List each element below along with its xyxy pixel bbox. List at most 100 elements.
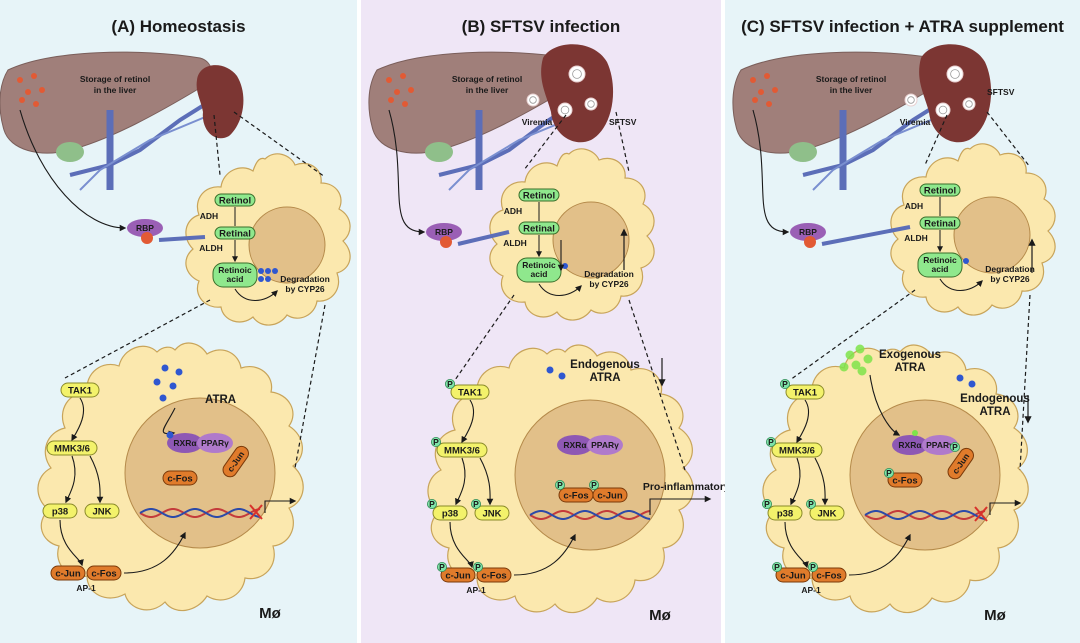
p-cfos: P bbox=[808, 562, 819, 573]
arrow-mmk-p38 bbox=[455, 457, 466, 506]
p-mmk-label: P bbox=[433, 437, 439, 447]
spleen-icon bbox=[904, 44, 992, 143]
p-mmk-dot bbox=[766, 436, 777, 447]
p38-pill: p38 bbox=[42, 503, 78, 519]
rbp-shape bbox=[127, 219, 163, 237]
dna-helix-strand-1 bbox=[864, 510, 986, 520]
adh-label: ADH bbox=[905, 201, 923, 211]
jnk-pill: JNK bbox=[474, 505, 510, 521]
virus-3-body bbox=[584, 97, 598, 111]
upper-cell bbox=[185, 153, 351, 326]
retinol-droplet-4 bbox=[772, 87, 778, 93]
dash-zoom-right bbox=[628, 299, 686, 471]
p-cfos-label: P bbox=[475, 562, 481, 572]
dash-spleen-right bbox=[615, 111, 630, 173]
ap1-cjun-pill-shape bbox=[775, 567, 811, 583]
spleen-icon bbox=[526, 44, 614, 143]
arrow-mmk-jnk bbox=[814, 457, 829, 506]
retinol-pill-shape bbox=[518, 188, 560, 202]
ap1-cfos-pill: c-Fos bbox=[811, 567, 847, 583]
tak1-pill-label: TAK1 bbox=[793, 388, 818, 399]
retinol-droplet-5 bbox=[402, 101, 408, 107]
p38-pill-shape bbox=[767, 505, 803, 521]
p-jnk-label: P bbox=[808, 499, 814, 509]
exo-atra-molecule-3 bbox=[863, 354, 873, 364]
p-jnk: P bbox=[470, 498, 481, 509]
ap1-cfos-pill: c-Fos bbox=[86, 565, 122, 581]
degradation-label-line-2: by CYP26 bbox=[285, 284, 324, 294]
p-nuclear-cjun: P bbox=[589, 479, 600, 490]
ra-molecule-3 bbox=[272, 268, 278, 274]
virus-3-core bbox=[587, 100, 595, 108]
liver-shape bbox=[0, 51, 212, 154]
dna-helix bbox=[139, 508, 261, 518]
retinol-droplet-3 bbox=[758, 89, 764, 95]
p-cjun: P bbox=[772, 562, 783, 573]
mmk-pill: MMK3/6 bbox=[771, 442, 823, 458]
spleen-enlarged bbox=[541, 44, 614, 143]
ppar-label: PPARγ bbox=[926, 440, 954, 450]
virus-2-body bbox=[935, 102, 951, 118]
vessel-branch bbox=[802, 93, 955, 177]
ap1-cfos-pill-shape bbox=[86, 565, 122, 581]
retinoic-acid-label-line-2: acid bbox=[530, 269, 547, 279]
virus-blood-body bbox=[904, 93, 918, 107]
tak1-pill: TAK1 bbox=[450, 384, 490, 400]
retinol-droplet-4 bbox=[408, 87, 414, 93]
jnk-pill-label: JNK bbox=[482, 509, 501, 520]
ap1-cfos-pill-label: c-Fos bbox=[91, 569, 116, 580]
virus-3-core bbox=[965, 100, 973, 108]
macrophage-cell bbox=[37, 342, 304, 612]
tak1-pill-label: TAK1 bbox=[68, 386, 93, 397]
liver-storage-label-line-1: Storage of retinol bbox=[80, 74, 150, 84]
p-tak1-label: P bbox=[782, 379, 788, 389]
p-p38-dot bbox=[426, 498, 437, 509]
arrow-degradation bbox=[939, 278, 983, 292]
p-cfos-label: P bbox=[810, 562, 816, 572]
dna-helix-strand-2 bbox=[864, 510, 986, 520]
dash-spleen-right bbox=[986, 111, 1031, 168]
degradation-label-line-2: by CYP26 bbox=[589, 279, 628, 289]
ap1-cfos-pill-shape bbox=[476, 567, 512, 583]
p-cjun-dot bbox=[436, 562, 447, 573]
ap1-cfos-pill-shape bbox=[811, 567, 847, 583]
p-p38: P bbox=[426, 498, 437, 509]
dash-spleen-left bbox=[924, 114, 948, 166]
p38-pill: p38 bbox=[432, 505, 468, 521]
vessel-branch bbox=[69, 93, 222, 177]
p-bound-cjun: P bbox=[950, 441, 961, 452]
arrow-ap1-nucleus bbox=[513, 533, 576, 576]
p-tak1-dot bbox=[444, 378, 455, 389]
retinal-pill-shape bbox=[919, 216, 961, 230]
retinoic-acid-label-line-1: Retinoic bbox=[218, 265, 252, 275]
arrow-tak1-mmk bbox=[796, 399, 810, 444]
retinal-pill: Retinal bbox=[919, 216, 961, 230]
mmk-pill: MMK3/6 bbox=[46, 440, 98, 456]
arrow-blocked-gene bbox=[264, 497, 297, 513]
free-cfos-pill: c-Fos bbox=[162, 470, 198, 486]
retinal-pill: Retinal bbox=[214, 226, 256, 240]
arrow-tak1-mmk bbox=[461, 399, 475, 444]
liver-shape bbox=[732, 51, 945, 154]
upper-cell-nucleus bbox=[953, 196, 1031, 274]
atra-cluster: ATRA bbox=[153, 364, 236, 406]
p-p38-dot bbox=[762, 498, 773, 509]
virus-blood-core bbox=[529, 96, 537, 104]
rxr-label: RXRα bbox=[898, 440, 922, 450]
p-jnk-dot bbox=[470, 498, 481, 509]
p-p38-label: P bbox=[764, 499, 770, 509]
spleen-icon bbox=[196, 65, 244, 139]
retinoic-acid-label-line-2: acid bbox=[226, 274, 243, 284]
ap1-cjun-pill-label: c-Jun bbox=[780, 571, 806, 582]
ppar-shape bbox=[197, 433, 233, 453]
upper-cell-nucleus bbox=[248, 206, 326, 284]
p-jnk-dot bbox=[806, 498, 817, 509]
rbp-label: RBP bbox=[435, 227, 453, 237]
dna-helix-strand-2 bbox=[529, 510, 651, 520]
nuclear-cjun-pill-label: c-Jun bbox=[597, 491, 623, 502]
